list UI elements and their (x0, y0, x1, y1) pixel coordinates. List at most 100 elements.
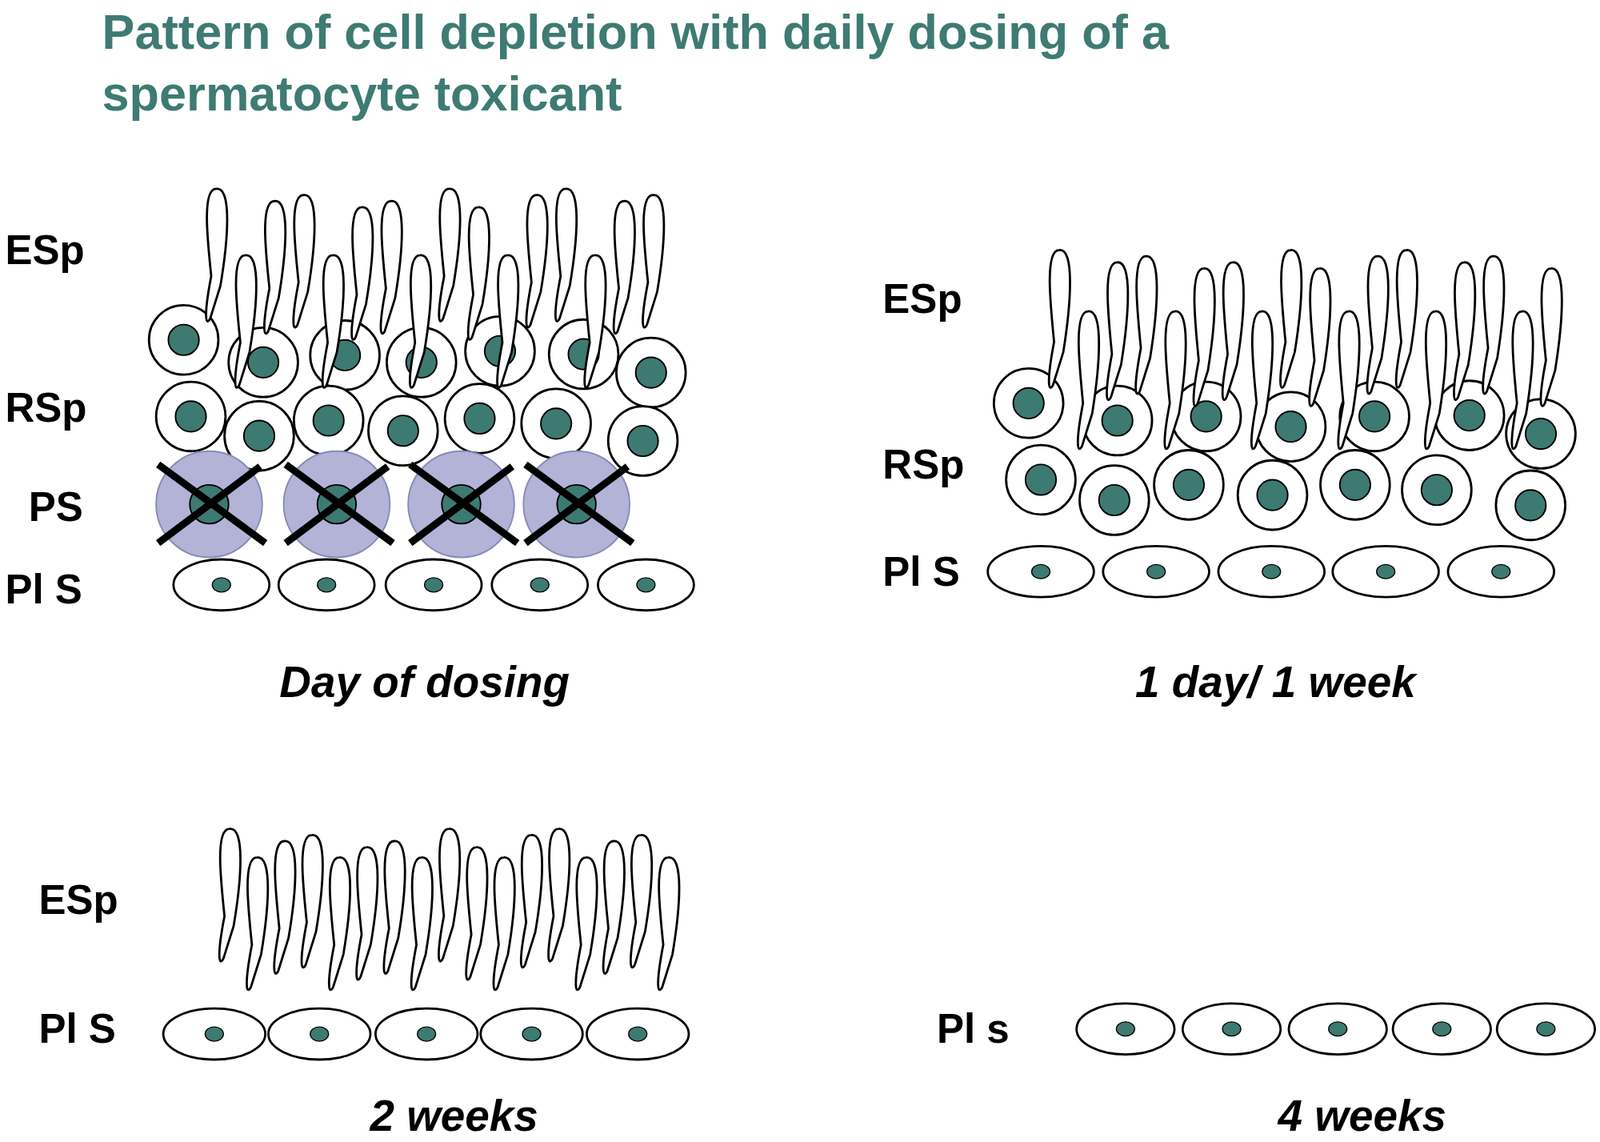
depletion-cross (525, 464, 633, 543)
spermatogonium (1076, 1003, 1175, 1055)
nucleus (540, 408, 572, 439)
spermatogonium (988, 545, 1095, 597)
nucleus (204, 1026, 224, 1041)
nucleus (636, 356, 667, 388)
round-spermatid (1434, 380, 1504, 451)
elongated-spermatid (411, 856, 432, 990)
nucleus (628, 1026, 648, 1041)
spermatogonium (1496, 1003, 1595, 1055)
elongated-spermatid (1107, 262, 1128, 400)
cell-label: Pl S (4, 567, 82, 613)
cell-label: ESp (4, 227, 84, 273)
nucleus (212, 577, 231, 592)
cell-label: ESp (882, 276, 962, 322)
spermatogonium (1218, 545, 1325, 597)
spermatogonium (586, 1008, 689, 1060)
elongated-spermatid (526, 195, 548, 328)
nucleus (1025, 464, 1056, 495)
elongated-spermatid (1540, 268, 1562, 406)
cell-label: Pl S (38, 1005, 116, 1052)
round-spermatid (1079, 465, 1149, 536)
elongated-spermatid (246, 856, 268, 990)
nucleus (1032, 564, 1051, 579)
spermatogonium (1103, 545, 1210, 597)
elongated-spermatid (264, 200, 285, 334)
elongated-spermatid (206, 188, 228, 322)
spermatogonium (597, 559, 694, 611)
nucleus (1222, 1021, 1241, 1036)
spermatogonia-row (163, 1008, 689, 1060)
spermatogonia-row (988, 545, 1555, 597)
round-spermatid (1154, 449, 1224, 520)
elongated-spermatid (352, 207, 373, 340)
elongated-spermatid (301, 834, 323, 968)
nucleus (424, 577, 444, 592)
nucleus (1432, 1021, 1452, 1036)
nucleus (530, 577, 549, 592)
panel-caption: 4 weeks (1278, 1090, 1447, 1140)
nucleus (1013, 388, 1044, 419)
round-spermatid (608, 406, 678, 476)
nucleus (168, 324, 199, 356)
elongated-spermatid (1280, 249, 1302, 388)
elongated-spermatid (1309, 268, 1331, 406)
nucleus (1525, 418, 1556, 449)
elongated-spermatid (493, 856, 515, 990)
round-spermatid (444, 384, 515, 454)
round-spermatid (1237, 460, 1308, 530)
nucleus (417, 1026, 436, 1041)
nucleus (1454, 400, 1485, 431)
nucleus (1376, 564, 1396, 579)
spermatogonium (278, 559, 375, 611)
elongated-spermatid (1251, 311, 1272, 449)
elongated-spermatid-group (219, 828, 680, 990)
elongated-spermatid (468, 207, 489, 340)
elongated-spermatid (328, 856, 350, 990)
round-spermatid (1496, 470, 1566, 540)
nucleus (244, 420, 275, 452)
elongated-spermatid (409, 255, 431, 388)
panel-caption: Day of dosing (279, 656, 570, 708)
panel-caption: 2 weeks (369, 1090, 538, 1140)
nucleus (1099, 484, 1130, 516)
round-spermatid (1006, 444, 1076, 515)
elongated-spermatid (1424, 311, 1446, 449)
elongated-spermatid (555, 188, 576, 322)
nucleus (1147, 564, 1166, 579)
nucleus (1275, 411, 1306, 442)
elongated-spermatid (384, 840, 405, 974)
spermatogonium (492, 559, 588, 611)
cell-label: PS (28, 484, 84, 530)
round-spermatid (310, 320, 380, 391)
elongated-spermatid (1396, 249, 1417, 388)
cell-label: RSp (882, 441, 964, 488)
nucleus (1359, 400, 1390, 432)
nucleus (1421, 474, 1452, 505)
nucleus (627, 425, 658, 456)
spermatogonium (163, 1008, 266, 1060)
depletion-cross (158, 464, 266, 543)
nucleus (175, 400, 206, 432)
elongated-spermatid (603, 840, 624, 974)
round-spermatid (293, 385, 364, 456)
spermatogonium (1448, 545, 1555, 597)
panel-caption: 1 day/ 1 week (1135, 656, 1416, 708)
nucleus (1536, 1021, 1556, 1036)
elongated-spermatid (1136, 256, 1157, 394)
nucleus (317, 577, 336, 592)
elongated-spermatid (584, 255, 606, 388)
elongated-spermatid (1193, 268, 1215, 406)
cell-label: Pl s (936, 1005, 1010, 1052)
elongated-spermatid (630, 834, 652, 968)
spermatogonium (1182, 1003, 1280, 1055)
nucleus (1102, 404, 1133, 436)
elongated-spermatid (1077, 311, 1099, 449)
spermatogonium (385, 559, 482, 611)
elongated-spermatid (1453, 262, 1475, 400)
elongated-spermatid (439, 188, 460, 322)
elongated-spermatid (438, 828, 460, 962)
elongated-spermatid (548, 828, 570, 962)
nucleus (1340, 469, 1371, 500)
elongated-spermatid (1338, 311, 1360, 449)
elongated-spermatid (1164, 311, 1186, 449)
